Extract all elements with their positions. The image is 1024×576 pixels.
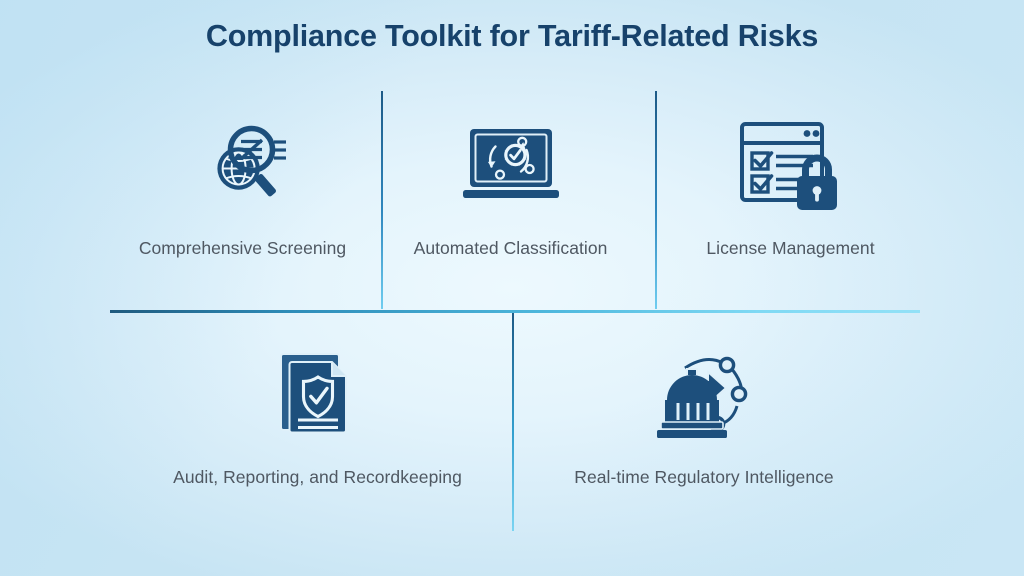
feature-label: Automated Classification: [413, 238, 608, 258]
vertical-divider-2: [655, 91, 657, 309]
government-building-network-icon: [651, 342, 757, 446]
feature-label: Audit, Reporting, and Recordkeeping: [173, 467, 462, 487]
feature-item-license-management[interactable]: License Management: [648, 113, 933, 259]
magnifier-gear-globe-icon: [191, 113, 295, 217]
feature-item-comprehensive-screening[interactable]: Comprehensive Screening: [100, 113, 385, 259]
feature-label: License Management: [706, 238, 875, 258]
documents-shield-check-icon: [268, 342, 368, 446]
feature-item-audit-reporting-recordkeeping[interactable]: Audit, Reporting, and Recordkeeping: [160, 342, 475, 488]
feature-item-real-time-regulatory-intelligence[interactable]: Real-time Regulatory Intelligence: [545, 342, 863, 488]
vertical-divider-1: [381, 91, 383, 309]
feature-label: Real-time Regulatory Intelligence: [574, 467, 834, 487]
laptop-gear-check-icon: [459, 113, 563, 217]
feature-label: Comprehensive Screening: [138, 238, 347, 258]
checklist-window-lock-icon: [737, 113, 845, 217]
page-title: Compliance Toolkit for Tariff-Related Ri…: [205, 19, 819, 53]
vertical-divider-3: [512, 313, 514, 531]
feature-item-automated-classification[interactable]: Automated Classification: [375, 113, 646, 259]
horizontal-divider: [110, 310, 920, 313]
